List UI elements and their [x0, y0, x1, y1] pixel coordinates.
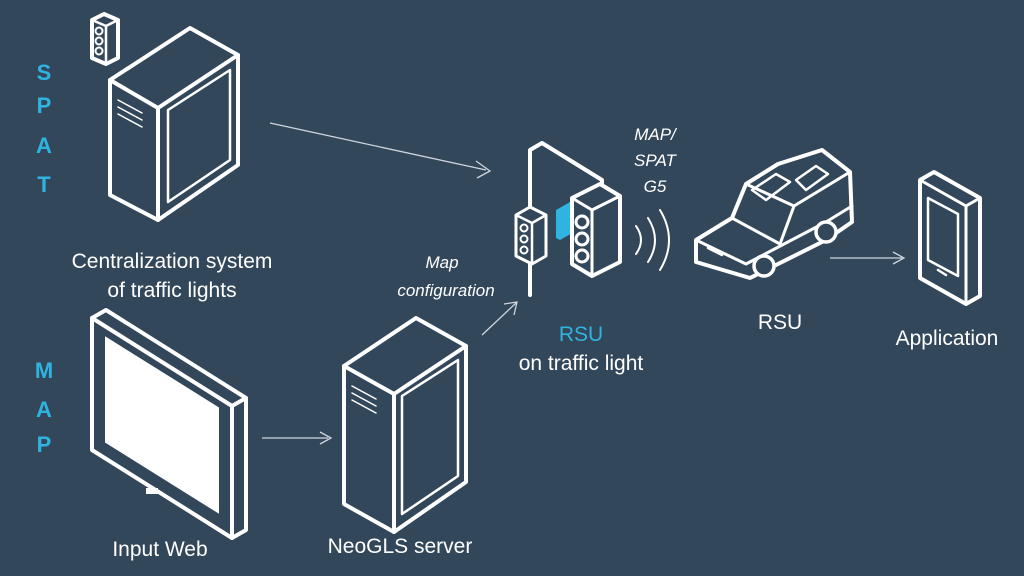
- monitor-icon: [90, 308, 248, 540]
- central-system-label-line2: of traffic lights: [107, 279, 236, 302]
- rsu-traffic-light-sub-label: on traffic light: [519, 352, 644, 375]
- car-icon: [694, 148, 854, 280]
- broadcast-label-line2: SPAT: [634, 151, 677, 170]
- neogls-server-icon: [342, 316, 468, 534]
- arrow-central-to-rsu: [269, 122, 492, 179]
- arrow-server-to-rsu: [481, 301, 518, 336]
- spat-letter-s: S: [37, 60, 52, 85]
- map-letter-p: P: [37, 432, 52, 457]
- input-web-label: Input Web: [112, 538, 207, 561]
- traffic-light-rsu-icon: [514, 141, 622, 297]
- broadcast-label-line3: G5: [644, 177, 667, 196]
- map-letter-a: A: [36, 397, 52, 422]
- central-system-label-line1: Centralization system: [72, 250, 273, 273]
- wireless-signal-icon: [635, 209, 670, 271]
- arrow-car-to-application: [830, 251, 906, 265]
- rsu-traffic-light-accent-label: RSU: [559, 323, 603, 346]
- arrow-web-to-server: [262, 431, 333, 445]
- small-traffic-light-icon: [90, 12, 120, 66]
- map-letter-m: M: [35, 358, 53, 383]
- spat-letter-t: T: [37, 172, 51, 197]
- map-configuration-label-line2: configuration: [397, 281, 494, 300]
- spat-letter-a: A: [36, 133, 52, 158]
- application-label: Application: [896, 327, 999, 350]
- map-configuration-label-line1: Map: [425, 253, 458, 272]
- spat-letter-p: P: [37, 93, 52, 118]
- spat-side-label: S P A T: [36, 60, 52, 197]
- neogls-server-label: NeoGLS server: [328, 535, 473, 558]
- rsu-vehicle-label: RSU: [758, 311, 802, 334]
- central-server-icon: [108, 26, 240, 222]
- broadcast-label-line1: MAP/: [634, 125, 678, 144]
- map-side-label: M A P: [35, 358, 53, 457]
- smartphone-icon: [918, 170, 982, 306]
